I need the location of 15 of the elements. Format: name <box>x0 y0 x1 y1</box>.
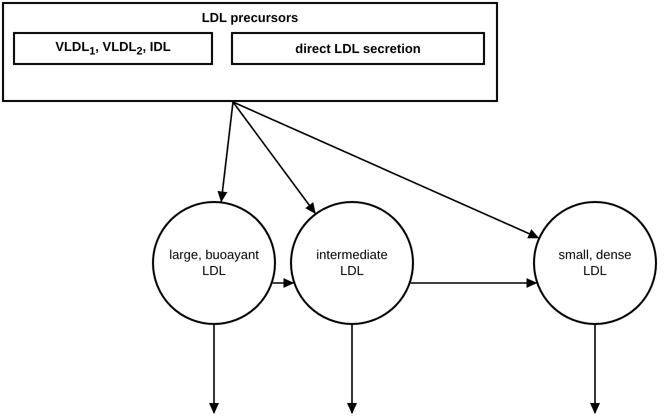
group-box <box>2 2 498 102</box>
circle-label: small, dense LDL <box>558 246 632 280</box>
circle-label: intermediate LDL <box>315 246 389 280</box>
arrow <box>347 325 357 414</box>
arrow <box>217 102 234 202</box>
arrow <box>410 278 538 288</box>
precursor-box: direct LDL secretion <box>231 32 485 65</box>
arrow <box>272 278 294 288</box>
arrow <box>590 325 600 414</box>
precursor-box: VLDL$_{1}$, VLDL$_{2}$, IDL <box>13 32 213 65</box>
group-heading: LDL precursors <box>200 10 300 25</box>
circle-label: large, buoayant LDL <box>168 246 260 280</box>
arrow <box>209 325 219 414</box>
arrow <box>232 101 540 239</box>
arrow <box>232 102 316 214</box>
